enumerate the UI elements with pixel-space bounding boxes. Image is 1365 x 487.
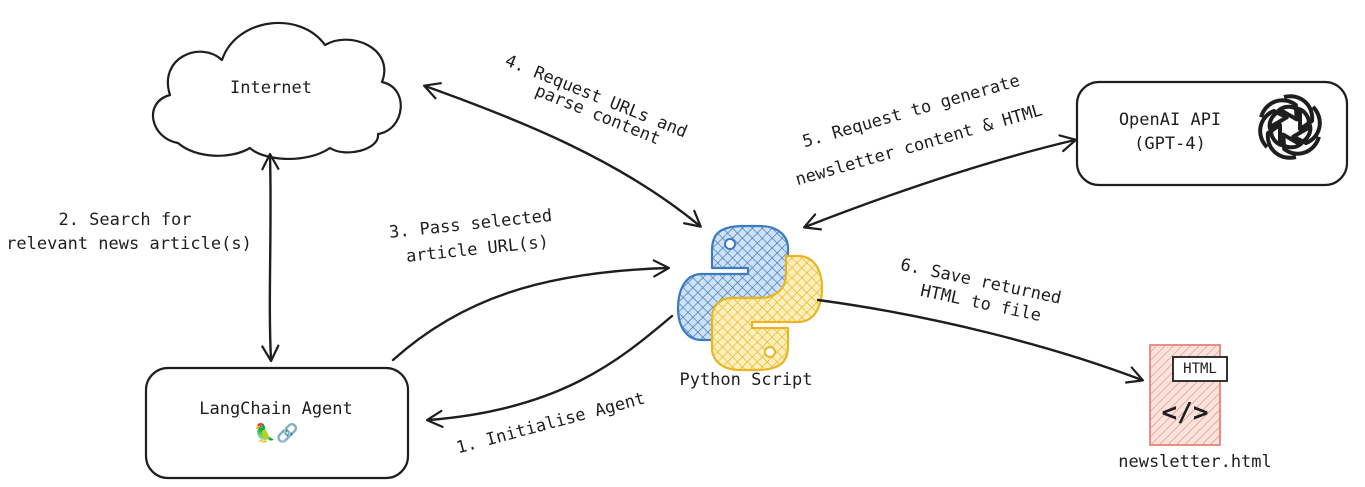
edge-pass-urls (391, 259, 671, 362)
openai-label-line1: OpenAI API (1118, 110, 1222, 130)
openai-label-line2: (GPT-4) (1134, 134, 1206, 154)
edge-label-2-line2: relevant news article(s) (6, 234, 252, 254)
edges (261, 82, 1145, 429)
edge-request-urls (422, 82, 702, 228)
file-glyph: </> (1161, 398, 1209, 428)
internet-label: Internet (230, 78, 312, 98)
openai-logo-icon (1258, 94, 1322, 160)
openai-api-box[interactable] (1075, 80, 1349, 187)
langchain-agent-label: LangChain Agent (199, 399, 353, 419)
python-script-label: Python Script (679, 370, 813, 390)
file-badge-label: HTML (1183, 361, 1217, 377)
edge-save-file (816, 298, 1145, 384)
edge-initialise (425, 314, 674, 429)
edge-search (261, 152, 280, 363)
newsletter-file-label: newsletter.html (1118, 452, 1272, 472)
edge-label-2-line1: 2. Search for (58, 210, 192, 230)
langchain-emoji-icons: 🦜🔗 (253, 423, 299, 444)
html-file-icon (1149, 344, 1228, 446)
edge-generate (802, 134, 1078, 231)
python-logo-icon (676, 224, 824, 372)
langchain-agent-box[interactable] (144, 366, 410, 480)
